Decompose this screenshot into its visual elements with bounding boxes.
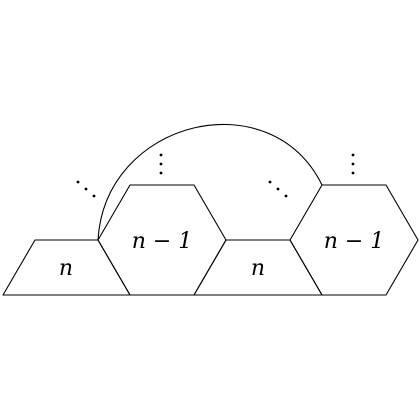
left-trapezoid-label: n <box>59 256 73 281</box>
vertical-dots-2 <box>351 153 355 175</box>
hexagon-2-label: n − 1 <box>324 229 385 254</box>
diagonal-dots-1 <box>76 180 96 198</box>
middle-trapezoid-label: n <box>251 256 265 281</box>
diagonal-dots-2 <box>268 180 288 198</box>
hexagon-1-label: n − 1 <box>132 229 193 254</box>
connecting-arc <box>97 123 323 241</box>
vertical-dots-1 <box>159 153 163 175</box>
